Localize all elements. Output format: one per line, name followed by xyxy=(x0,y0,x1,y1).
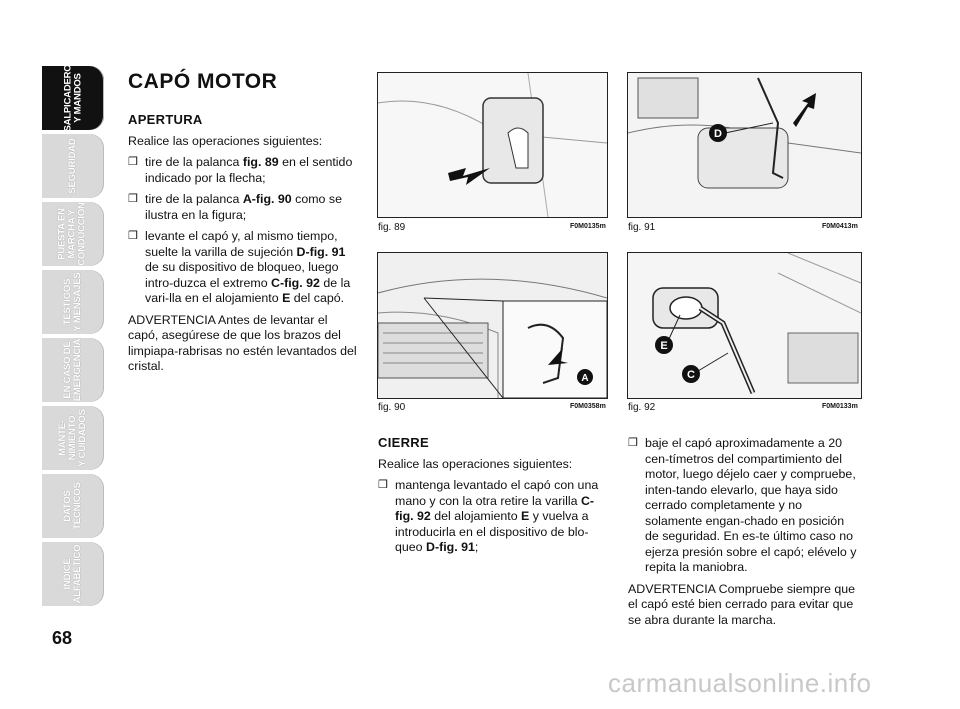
tab-testigos[interactable]: TESTIGOS Y MENSAJES xyxy=(42,270,104,334)
fig90-caption: fig. 90 xyxy=(378,402,406,413)
apertura-warning: ADVERTENCIA Antes de levantar el capó, a… xyxy=(128,312,357,374)
callout-E: E xyxy=(660,340,667,352)
apertura-section: APERTURA Realice las operaciones siguien… xyxy=(128,112,358,381)
list-item: levante el capó y, al mismo tiempo, suel… xyxy=(128,229,358,307)
fig92-code: F0M0133m xyxy=(822,403,858,410)
apertura-heading: APERTURA xyxy=(128,112,203,127)
callout-D: D xyxy=(714,128,722,140)
list-item: tire de la palanca A-fig. 90 como se ilu… xyxy=(128,192,358,223)
page-number: 68 xyxy=(52,628,73,648)
fig91-code: F0M0413m xyxy=(822,223,858,230)
tab-seguridad[interactable]: SEGURIDAD xyxy=(42,134,104,198)
callout-A: A xyxy=(581,373,588,384)
figure-90: A xyxy=(377,252,608,399)
list-item: baje el capó aproximadamente a 20 cen-tí… xyxy=(628,436,860,576)
fig89-caption: fig. 89 xyxy=(378,222,406,233)
watermark: carmanualsonline.info xyxy=(608,668,872,698)
cierre-intro: Realice las operaciones siguientes: xyxy=(378,456,573,471)
apertura-intro: Realice las operaciones siguientes: xyxy=(128,133,323,148)
list-item: mantenga levantado el capó con una mano … xyxy=(378,478,606,556)
page-title: CAPÓ MOTOR xyxy=(128,70,278,93)
tab-mantenimiento[interactable]: MANTE- NIMIENTO Y CUIDADOS xyxy=(42,406,104,470)
figure-89 xyxy=(377,72,608,218)
tab-puesta-en-marcha[interactable]: PUESTA EN MARCHA Y CONDUCCIÓN xyxy=(42,202,104,266)
cierre-heading: CIERRE xyxy=(378,435,429,450)
tab-salpicadero[interactable]: SALPICADERO Y MANDOS xyxy=(42,66,104,130)
fig92-illustration: E C xyxy=(628,253,861,398)
tab-emergencia[interactable]: EN CASO DE EMERGENCIA xyxy=(42,338,104,402)
list-item: tire de la palanca fig. 89 en el sentido… xyxy=(128,155,358,186)
fig89-code: F0M0135m xyxy=(570,223,606,230)
tab-indice[interactable]: ÍNDICE ALFABÉTICO xyxy=(42,542,104,606)
right-column: baje el capó aproximadamente a 20 cen-tí… xyxy=(628,436,860,634)
figure-92: E C xyxy=(627,252,862,399)
fig91-caption: fig. 91 xyxy=(628,222,656,233)
fig90-illustration: A xyxy=(378,253,607,398)
fig92-caption: fig. 92 xyxy=(628,402,656,413)
callout-C: C xyxy=(687,369,695,381)
fig90-code: F0M0358m xyxy=(570,403,606,410)
tab-datos-tecnicos[interactable]: DATOS TÉCNICOS xyxy=(42,474,104,538)
cierre-section: CIERRE Realice las operaciones siguiente… xyxy=(378,435,606,562)
right-warning: ADVERTENCIA Compruebe siempre que el cap… xyxy=(628,581,856,627)
fig89-illustration xyxy=(378,73,607,217)
fig91-illustration: D xyxy=(628,73,861,217)
figure-91: D xyxy=(627,72,862,218)
